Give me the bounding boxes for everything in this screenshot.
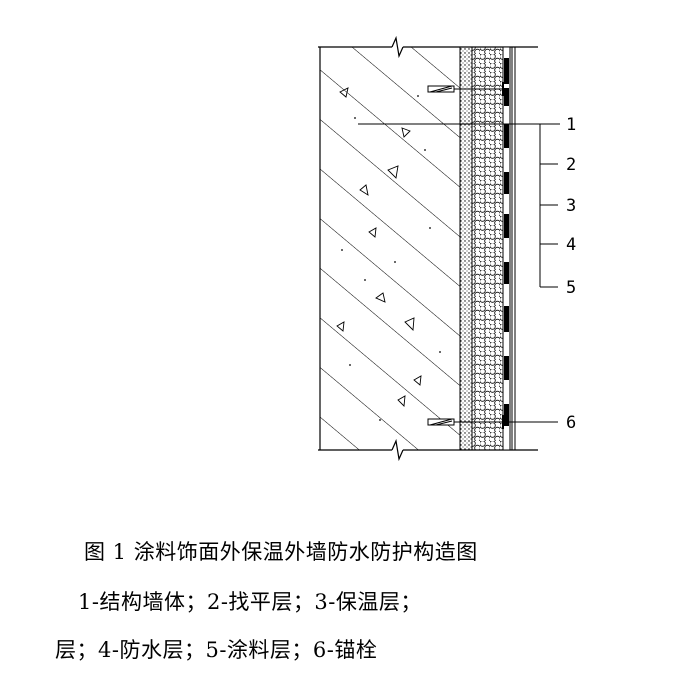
figure-caption-legend-line-2: 层；4-防水层；5-涂料层；6-锚栓 <box>55 638 378 662</box>
figure-caption-legend-line-1: 1-结构墙体；2-找平层；3-保温层； <box>78 590 422 614</box>
waterproof-layer <box>502 46 511 451</box>
sand-dots <box>341 95 441 421</box>
callout-2: 2 <box>566 155 576 175</box>
wall-section-diagram: 1 2 3 4 5 6 <box>318 35 576 462</box>
aggregate-marks <box>336 87 422 407</box>
anchor-bolt-top <box>427 82 504 96</box>
insulation-layer <box>471 46 504 451</box>
callout-5: 5 <box>566 278 576 298</box>
callout-6: 6 <box>566 413 576 433</box>
figure-caption-title: 图 1 涂料饰面外保温外墙防水防护构造图 <box>84 540 478 564</box>
callout-4: 4 <box>566 235 576 255</box>
callout-1: 1 <box>566 115 576 135</box>
callout-labels: 1 2 3 4 5 6 <box>566 115 576 433</box>
leader-lines <box>358 123 560 423</box>
callout-3: 3 <box>566 196 576 216</box>
structural-wall <box>320 47 460 450</box>
leveling-layer <box>459 46 473 451</box>
coating-layer <box>511 47 516 450</box>
